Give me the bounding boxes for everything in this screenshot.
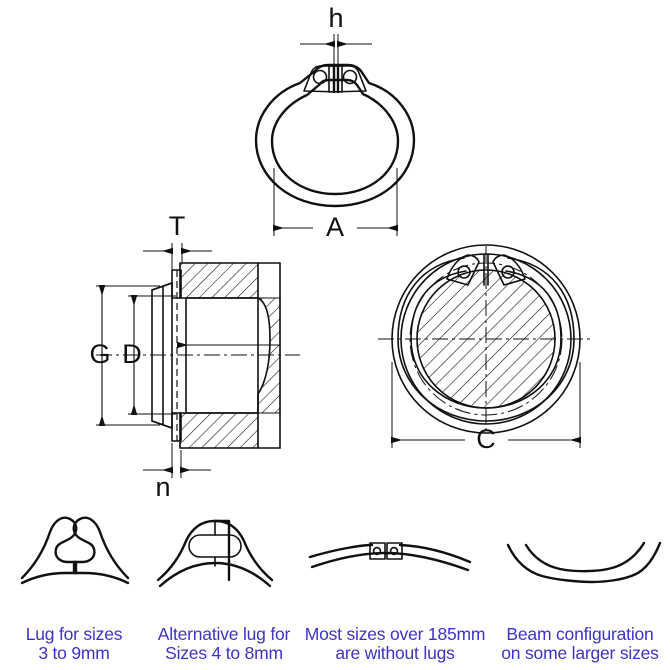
t-dimension-label: T (169, 211, 186, 241)
shaft-break-line (257, 297, 271, 414)
shaft-shoulder-lower-hatch (179, 412, 259, 449)
circlip-inner-profile (270, 78, 400, 196)
lug-right-outline (328, 65, 367, 93)
side-section-view: T G D n (89, 211, 300, 502)
lug-alternative-icon (156, 519, 274, 588)
caption-no-lug: Most sizes over 185mm are without lugs (304, 623, 486, 664)
circlip-section-top (151, 282, 173, 291)
front-elevation-circlip: h A (254, 3, 416, 242)
caption-lug-alternative: Alternative lug for Sizes 4 to 8mm (157, 623, 291, 664)
d-dimension-label: D (122, 339, 142, 369)
lug-standard-icon (20, 516, 130, 585)
shaft-body-outline (185, 297, 259, 414)
circlip-outer-profile (254, 63, 416, 208)
assembled-end-view: C (378, 244, 594, 454)
h-dimension-label: h (328, 3, 343, 33)
n-dimension-label: n (155, 472, 170, 502)
g-dimension-label: G (89, 339, 110, 369)
lug-hole-left (312, 69, 328, 85)
detail-captions-row: Lug for sizes 3 to 9mm Alternative lug f… (0, 623, 670, 664)
assembly-lug-hole-left (457, 265, 471, 279)
c-dimension-label: C (476, 424, 496, 454)
lug-hole-right (342, 69, 358, 85)
no-lug-band-icon (308, 542, 472, 572)
circlip-section-bottom (151, 420, 173, 429)
caption-beam-config: Beam configuration on some larger sizes (501, 623, 659, 664)
assembly-lug-hole-right (501, 265, 515, 279)
beam-configuration-icon (506, 541, 662, 584)
assembly-lug-left (446, 254, 480, 286)
assembly-lug-right (492, 254, 526, 286)
caption-lug-standard: Lug for sizes 3 to 9mm (25, 623, 123, 664)
shaft-shoulder-upper-hatch (179, 262, 259, 299)
a-dimension-label: A (326, 212, 344, 242)
